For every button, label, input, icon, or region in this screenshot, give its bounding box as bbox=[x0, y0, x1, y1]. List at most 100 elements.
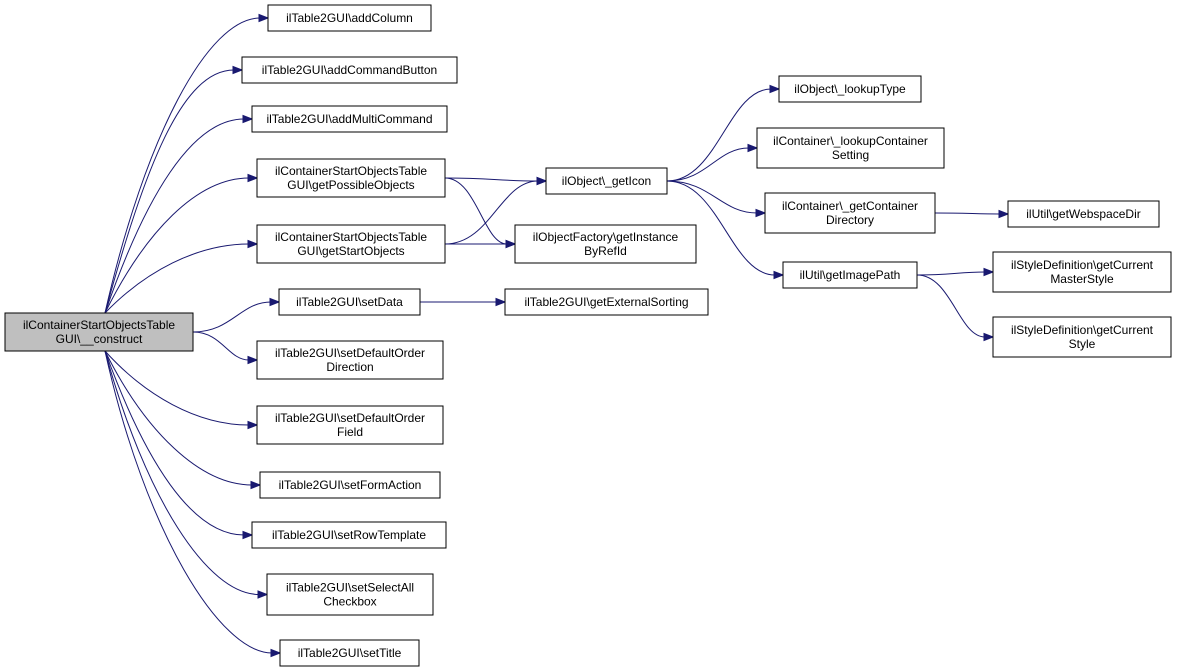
node-getImagePath[interactable]: ilUtil\getImagePath bbox=[782, 261, 918, 289]
node-label: ilTable2GUI\addMultiCommand bbox=[266, 112, 432, 126]
node-addMultiCommand[interactable]: ilTable2GUI\addMultiCommand bbox=[251, 105, 448, 133]
node-setData[interactable]: ilTable2GUI\setData bbox=[278, 288, 421, 316]
node-root[interactable]: ilContainerStartObjectsTableGUI\__constr… bbox=[4, 312, 194, 352]
edge-root-to-setDefaultOrderField bbox=[104, 350, 259, 430]
node-box bbox=[256, 224, 446, 264]
node-label: ilTable2GUI\getExternalSorting bbox=[524, 295, 688, 309]
edge-getIcon-to-getImagePath bbox=[666, 180, 785, 280]
node-label: ilTable2GUI\setFormAction bbox=[279, 478, 422, 492]
node-label: Direction bbox=[326, 360, 373, 374]
node-box bbox=[266, 573, 434, 616]
node-label: ilTable2GUI\setSelectAll bbox=[286, 581, 414, 595]
edge-getStartObjects-to-getInstanceByRefId bbox=[445, 239, 517, 249]
node-label: ilTable2GUI\setDefaultOrder bbox=[275, 346, 425, 360]
node-label: ilObjectFactory\getInstance bbox=[533, 230, 679, 244]
node-box bbox=[279, 639, 420, 667]
node-box bbox=[764, 192, 936, 234]
node-box bbox=[756, 127, 945, 169]
node-box bbox=[545, 167, 668, 195]
edge-getIcon-to-lookupContainerSetting bbox=[666, 143, 759, 182]
node-label: ilTable2GUI\setTitle bbox=[298, 646, 402, 660]
node-box bbox=[4, 312, 194, 352]
node-label: ilContainer\_getContainer bbox=[782, 199, 918, 213]
node-box bbox=[256, 158, 446, 198]
edge-root-to-addMultiCommand bbox=[104, 114, 254, 314]
nodes-layer: ilContainerStartObjectsTableGUI\__constr… bbox=[4, 4, 1172, 667]
node-addCommandButton[interactable]: ilTable2GUI\addCommandButton bbox=[241, 56, 458, 84]
edge-root-to-addCommandButton bbox=[104, 65, 244, 314]
node-label: ilContainer\_lookupContainer bbox=[773, 134, 928, 148]
node-lookupType[interactable]: ilObject\_lookupType bbox=[778, 75, 922, 103]
edge-getPossibleObjects-to-getInstanceByRefId bbox=[444, 177, 517, 249]
edge-root-to-setData bbox=[192, 297, 281, 333]
node-getIcon[interactable]: ilObject\_getIcon bbox=[545, 167, 668, 195]
edge-root-to-getPossibleObjects bbox=[104, 173, 259, 314]
node-label: GUI\__construct bbox=[56, 332, 143, 346]
node-label: ilTable2GUI\addCommandButton bbox=[262, 63, 437, 77]
node-setFormAction[interactable]: ilTable2GUI\setFormAction bbox=[259, 471, 441, 499]
edge-root-to-addColumn bbox=[104, 13, 270, 314]
node-box bbox=[504, 288, 709, 316]
node-box bbox=[992, 316, 1172, 358]
node-label: Checkbox bbox=[323, 595, 376, 609]
node-getPossibleObjects[interactable]: ilContainerStartObjectsTableGUI\getPossi… bbox=[256, 158, 446, 198]
node-label: Directory bbox=[826, 213, 874, 227]
node-box bbox=[782, 261, 918, 289]
node-box bbox=[241, 56, 458, 84]
node-box bbox=[251, 105, 448, 133]
node-box bbox=[259, 471, 441, 499]
node-label: ByRefId bbox=[584, 244, 627, 258]
node-label: Setting bbox=[832, 148, 869, 162]
node-box bbox=[1007, 200, 1160, 228]
node-label: ilContainerStartObjectsTable bbox=[23, 318, 175, 332]
node-label: ilUtil\getWebspaceDir bbox=[1026, 207, 1141, 221]
node-setRowTemplate[interactable]: ilTable2GUI\setRowTemplate bbox=[251, 521, 447, 549]
node-label: GUI\getPossibleObjects bbox=[287, 178, 414, 192]
node-box bbox=[992, 251, 1172, 293]
node-box bbox=[251, 521, 447, 549]
node-label: ilTable2GUI\setRowTemplate bbox=[272, 528, 426, 542]
node-getWebspaceDir[interactable]: ilUtil\getWebspaceDir bbox=[1007, 200, 1160, 228]
node-box bbox=[256, 340, 444, 380]
node-label: ilContainerStartObjectsTable bbox=[275, 230, 427, 244]
node-label: ilObject\_getIcon bbox=[562, 174, 651, 188]
node-label: MasterStyle bbox=[1050, 272, 1114, 286]
node-box bbox=[278, 288, 421, 316]
edge-root-to-setSelectAllCheckbox bbox=[104, 350, 269, 599]
node-setTitle[interactable]: ilTable2GUI\setTitle bbox=[279, 639, 420, 667]
node-getExternalSorting[interactable]: ilTable2GUI\getExternalSorting bbox=[504, 288, 709, 316]
node-box bbox=[267, 4, 432, 32]
edge-getIcon-to-lookupType bbox=[666, 84, 781, 182]
edge-getContainerDirectory-to-getWebspaceDir bbox=[934, 209, 1010, 219]
edge-root-to-getStartObjects bbox=[104, 239, 259, 314]
node-addColumn[interactable]: ilTable2GUI\addColumn bbox=[267, 4, 432, 32]
node-label: ilObject\_lookupType bbox=[794, 82, 906, 96]
edge-getIcon-to-getContainerDirectory bbox=[666, 180, 767, 218]
node-box bbox=[778, 75, 922, 103]
edge-root-to-setFormAction bbox=[104, 350, 262, 490]
node-label: ilTable2GUI\setDefaultOrder bbox=[275, 411, 425, 425]
node-label: ilStyleDefinition\getCurrent bbox=[1011, 258, 1154, 272]
node-label: ilContainerStartObjectsTable bbox=[275, 164, 427, 178]
edge-getImagePath-to-getCurrentStyle bbox=[916, 274, 995, 342]
node-box bbox=[256, 405, 444, 445]
edge-getStartObjects-to-getIcon bbox=[444, 176, 548, 245]
node-label: Style bbox=[1069, 337, 1096, 351]
node-label: ilTable2GUI\setData bbox=[296, 295, 403, 309]
edge-root-to-setRowTemplate bbox=[104, 350, 254, 540]
node-getStartObjects[interactable]: ilContainerStartObjectsTableGUI\getStart… bbox=[256, 224, 446, 264]
edge-setData-to-getExternalSorting bbox=[420, 297, 507, 307]
edge-root-to-setTitle bbox=[104, 350, 282, 658]
node-label: ilStyleDefinition\getCurrent bbox=[1011, 323, 1154, 337]
node-label: ilTable2GUI\addColumn bbox=[286, 11, 413, 25]
node-label: Field bbox=[337, 425, 363, 439]
